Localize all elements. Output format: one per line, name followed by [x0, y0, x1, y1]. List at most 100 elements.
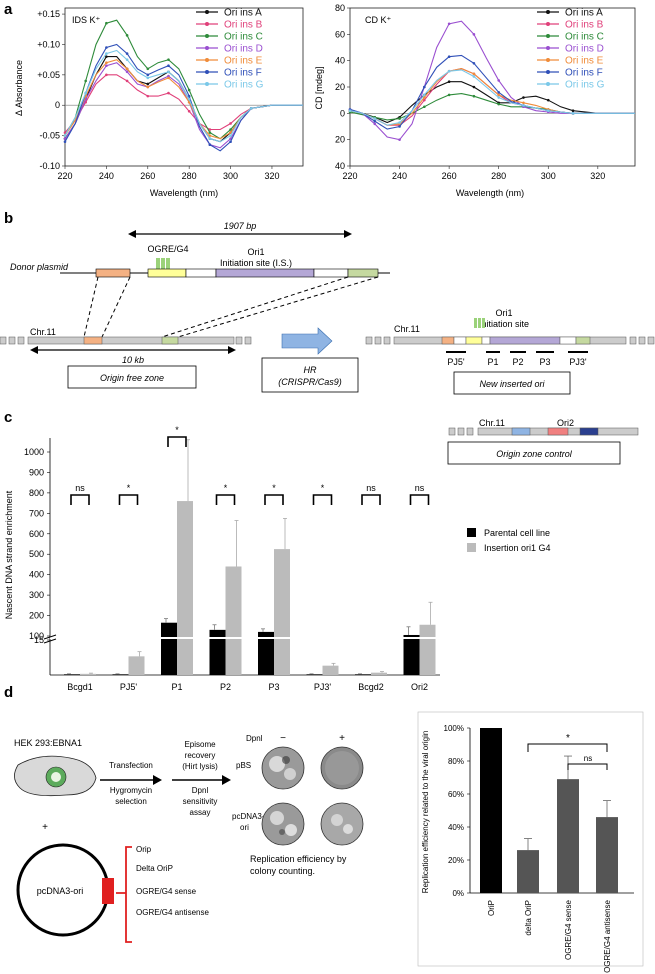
c-category-3: P2	[220, 682, 231, 692]
ids-point-G-16	[229, 134, 232, 137]
panel-label-d: d	[4, 684, 13, 701]
dpnl-label: Dpnl	[246, 734, 263, 743]
ids-point-G-18	[249, 106, 253, 110]
c-bracket-0	[70, 494, 90, 505]
ori-suffix-label: ori	[240, 823, 249, 832]
ids-point-G-0	[63, 134, 67, 137]
cd-point-A-8	[447, 80, 451, 84]
cd-point-F-4	[398, 125, 401, 128]
c-ytick-5: 500	[29, 549, 44, 559]
cd-point-D-4	[398, 138, 401, 141]
c-ytick-0: 15	[34, 635, 44, 645]
ids-point-G-14	[208, 137, 212, 140]
c-bar-parental-3	[209, 629, 226, 675]
selection-label: selection	[115, 797, 147, 806]
d-category-1: delta OriP	[524, 900, 533, 936]
cd-point-G-14	[522, 104, 525, 107]
ori1-right-label: Ori1	[495, 308, 512, 318]
c-ytick-3: 300	[29, 590, 44, 600]
chr-right	[365, 336, 655, 345]
cd-ytick-5: 20	[335, 135, 345, 145]
ids-point-G-8	[146, 76, 150, 80]
hr-label: HR	[304, 365, 317, 375]
ids-ytick-5: -0.10	[39, 161, 60, 171]
donor-ori1	[215, 268, 315, 278]
ids-ytick-1: +0.10	[37, 39, 60, 49]
ids-point-B-14	[208, 128, 212, 131]
c-bracket-6	[361, 494, 381, 505]
cd-point-C-12	[497, 102, 500, 106]
g4-icon-right	[474, 318, 485, 328]
assay-label: assay	[190, 808, 211, 817]
c-bar-insertion-3	[225, 566, 242, 675]
c-sig-7: ns	[415, 483, 425, 493]
c-bar-insertion-0	[80, 673, 96, 675]
cd-legend-E: Ori ins E	[565, 56, 604, 67]
ids-point-C-6	[125, 34, 129, 37]
new-ori-box	[453, 371, 571, 395]
ids-point-F-4	[105, 46, 108, 49]
pbs-label: pBS	[236, 761, 251, 770]
d-bar-0	[480, 728, 502, 893]
cd-point-F-12	[497, 90, 500, 94]
ids-series-F	[64, 43, 303, 152]
ids-point-C-10	[167, 58, 170, 61]
cd-point-G-10	[472, 75, 476, 78]
ids-point-E-14	[208, 134, 212, 137]
hirt-label: (Hirt lysis)	[182, 762, 218, 771]
d-bar-2	[557, 779, 579, 893]
cd-legend-D: Ori ins D	[565, 44, 604, 55]
c-ytick-1: 100	[29, 631, 44, 641]
cd-point-A-14	[522, 96, 525, 99]
insert-block	[102, 878, 114, 904]
d-ytick-4: 80%	[448, 757, 464, 766]
d-sig-1: ns	[584, 754, 592, 763]
c-ytick-9: 900	[29, 467, 44, 477]
ids-legend-A: Ori ins A	[224, 8, 262, 19]
cd-title: CD K⁺	[365, 15, 392, 25]
ogre-label: OGRE/G4	[147, 244, 188, 254]
ids-point-F-14	[208, 143, 212, 147]
c-ytick-8: 800	[29, 488, 44, 498]
zone-control-label: Origin zone control	[496, 449, 573, 459]
span-label: 1907 bp	[224, 221, 257, 231]
ids-ytick-4: -0.05	[39, 131, 60, 141]
ids-legend-B: Ori ins B	[224, 20, 263, 31]
c-bar-parental-0	[64, 674, 80, 675]
cell-label: HEK 293:EBNA1	[14, 738, 82, 748]
ids-point-C-2	[84, 79, 87, 83]
dish-pcdna-minus	[261, 802, 305, 846]
arrow-2	[222, 775, 231, 785]
c-ytick-7: 700	[29, 508, 44, 518]
ids-point-F-16	[229, 140, 232, 143]
cd-xtick-2: 260	[442, 171, 457, 181]
cd-ytick-4: 0	[340, 108, 345, 118]
cd-xtick-3: 280	[491, 171, 506, 181]
repl-label-1: Replication efficiency by	[250, 854, 347, 864]
c-category-6: Bcgd2	[358, 682, 384, 692]
panel-label-b: b	[4, 210, 13, 227]
cd-point-E-14	[522, 101, 525, 105]
ids-point-B-16	[229, 122, 232, 125]
cd-point-G-0	[348, 109, 352, 112]
ids-point-G-4	[105, 52, 108, 55]
c-bar-parental-1	[112, 674, 129, 675]
cd-legend-F: Ori ins F	[565, 68, 603, 79]
ids-point-F-10	[167, 64, 170, 68]
ids-title: IDS K⁺	[72, 15, 101, 25]
hr-arrow	[281, 327, 333, 355]
new-ori-label: New inserted ori	[479, 379, 545, 389]
primer-label-4: PJ3'	[569, 357, 587, 367]
dpnl-plus: +	[339, 733, 345, 744]
chr-right-label: Chr.11	[394, 324, 420, 334]
arrow-1	[153, 775, 162, 785]
ids-point-F-0	[63, 140, 67, 143]
c-bar-insertion-4	[274, 549, 290, 675]
transfection-label: Transfection	[109, 761, 153, 770]
ids-point-A-4	[105, 55, 108, 58]
ids-ytick-3: 0	[55, 100, 60, 110]
c-bar-insertion-2	[177, 501, 193, 675]
